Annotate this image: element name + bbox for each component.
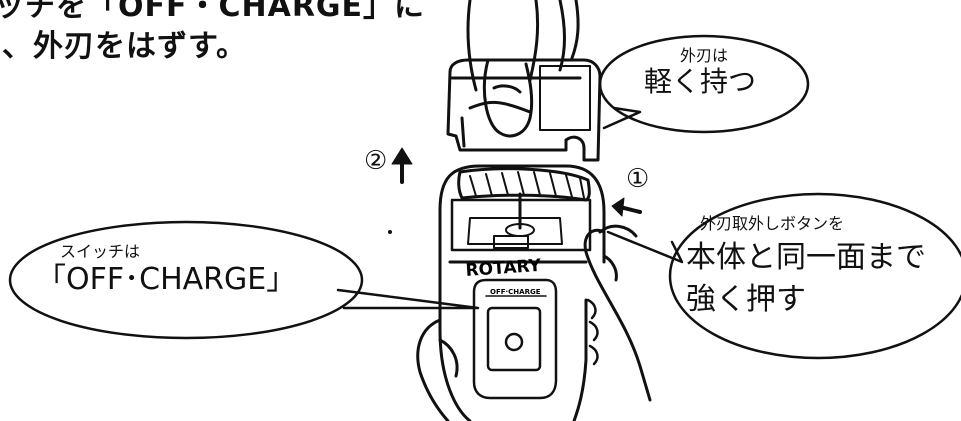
lower-hand: [418, 320, 457, 421]
release-callout-large-2: 強く押す: [686, 282, 806, 318]
heading-line-1: ッチを「OFF・CHARGE」に: [0, 0, 425, 24]
heading-line-2: 、外刃をはずす。: [2, 30, 247, 64]
release-callout-small: 外刃取外しボタンを: [700, 210, 844, 234]
switch-label: OFF·CHARGE: [490, 288, 541, 296]
step-2-marker: ②: [364, 146, 387, 176]
blade-callout-small: 外刃は: [680, 42, 728, 66]
release-callout-large-1: 本体と同一面まで: [686, 240, 926, 276]
blade-callout-large: 軽く持つ: [644, 66, 756, 98]
switch-callout-large: 「OFF･CHARGE」: [36, 262, 296, 298]
outer-blade: [448, 60, 600, 160]
switch-callout-small: スイッチは: [60, 238, 140, 262]
step-1-marker: ①: [626, 164, 649, 194]
brand-label: ROTARY: [465, 256, 542, 281]
top-hand: [468, 0, 578, 136]
